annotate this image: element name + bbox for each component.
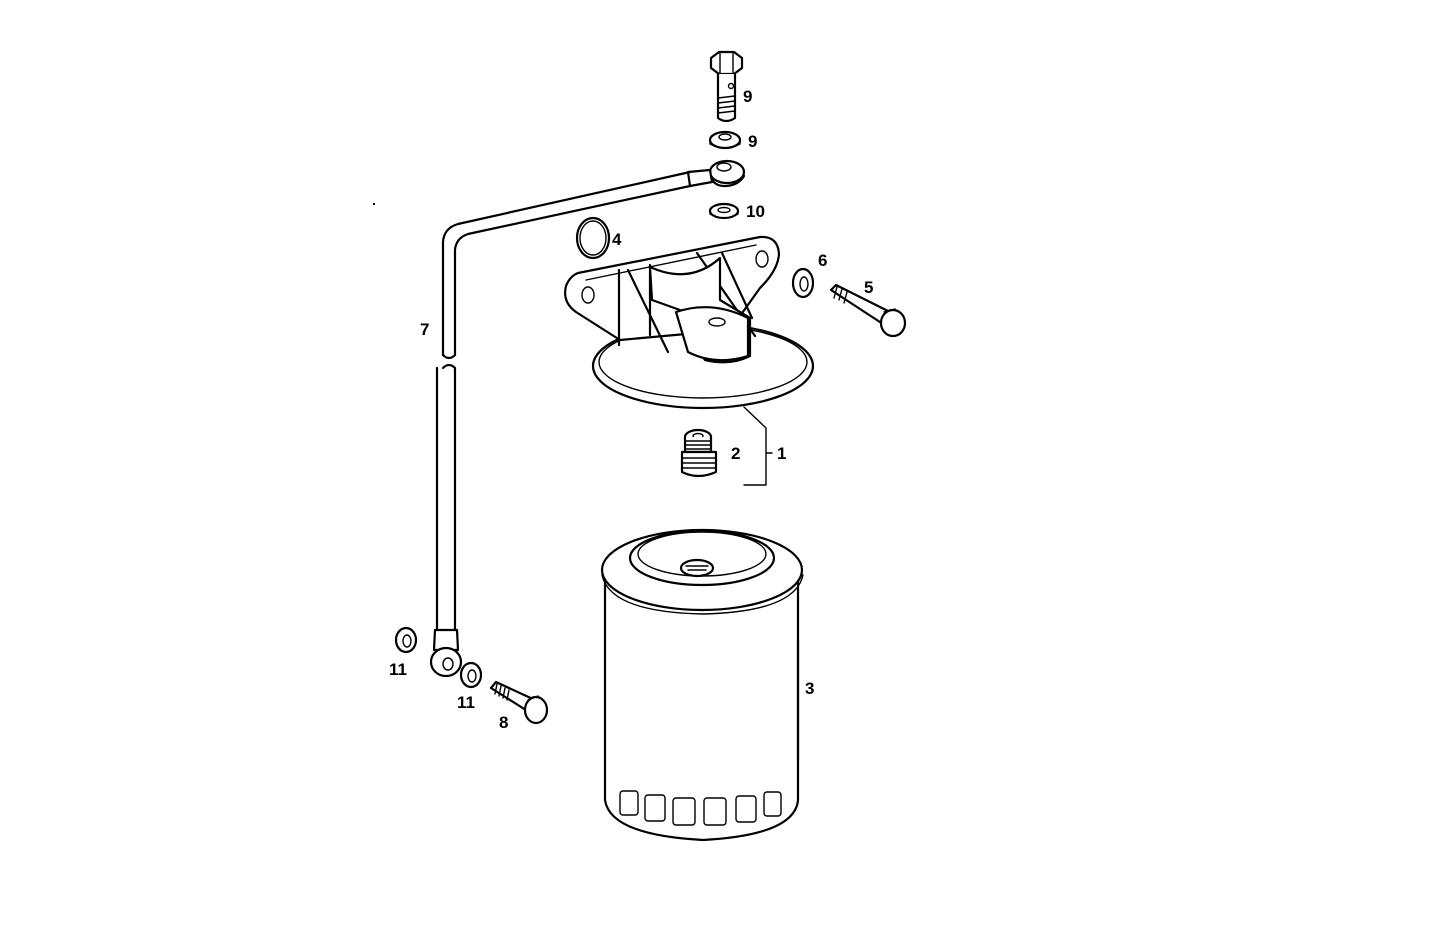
callout-label-5: 5 [864, 278, 874, 297]
washer-icon-part-11-right [459, 661, 483, 689]
filter-cartridge-icon-part-3 [600, 528, 804, 842]
callout-label-2: 2 [731, 444, 741, 463]
washer-icon-part-6 [791, 267, 815, 299]
banjo-fitting-icon-bottom [429, 646, 463, 678]
callout-label-1: 1 [777, 444, 787, 463]
washer-icon-part-9-upper [708, 130, 742, 150]
filter-head-icon-part-1 [564, 235, 815, 486]
washer-icon-part-9-lower [708, 202, 740, 220]
callout-label-4: 4 [612, 230, 622, 249]
banjo-fitting-icon-top [686, 159, 746, 188]
callout-label-9-upper: 9 [748, 132, 758, 151]
callout-label-9-lower: 10 [746, 202, 765, 221]
bolt-icon-part-5 [829, 283, 907, 338]
callout-label-6: 6 [818, 251, 828, 270]
oil-line-icon-part-7 [432, 170, 692, 652]
callout-label-7: 7 [420, 320, 430, 339]
seal-ring-icon-part-4 [575, 216, 611, 260]
callout-label-11-right: 11 [457, 693, 475, 712]
filter-grip-slots [619, 790, 782, 826]
callout-label-10: 8 [499, 713, 509, 732]
washer-icon-part-11-left [394, 626, 418, 654]
stray-mark [373, 203, 375, 205]
callout-label-3: 3 [805, 679, 815, 698]
nipple-icon-part-2 [680, 428, 718, 478]
bolt-icon-part-10 [489, 680, 549, 725]
callout-label-8: 9 [743, 87, 753, 106]
callout-label-11-left: 11 [389, 660, 407, 679]
bolt-icon-part-8 [709, 50, 744, 123]
